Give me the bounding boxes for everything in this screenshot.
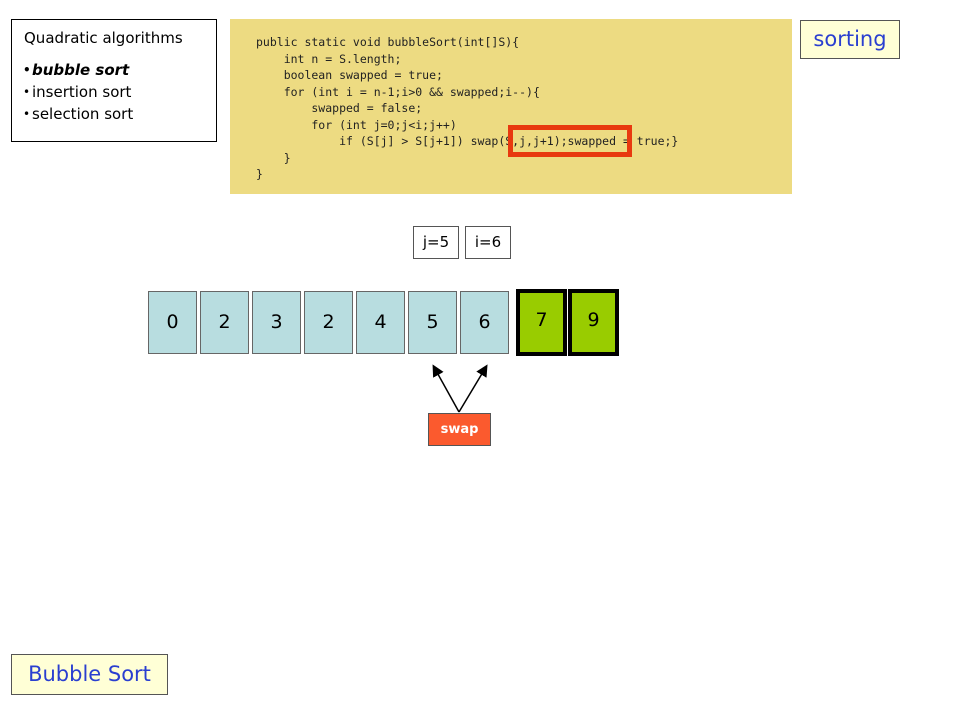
code-line: if (S[j] > S[j+1]) swap(S,j,j+1);swapped…: [256, 134, 679, 148]
code-panel: public static void bubbleSort(int[]S){ i…: [230, 19, 792, 194]
algorithm-item-insertion-sort[interactable]: insertion sort: [23, 81, 216, 103]
algorithms-title: Quadratic algorithms: [24, 29, 183, 47]
algorithm-item-selection-sort[interactable]: selection sort: [23, 103, 216, 125]
array-cell: 2: [304, 291, 353, 354]
page-title: Bubble Sort: [11, 654, 168, 695]
j-counter: j=5: [413, 226, 459, 259]
code-line: swapped = false;: [256, 101, 423, 115]
code-line: public static void bubbleSort(int[]S){: [256, 35, 520, 49]
i-counter: i=6: [465, 226, 511, 259]
array-cell-sorted: 9: [568, 289, 619, 356]
code-line: for (int i = n-1;i>0 && swapped;i--){: [256, 85, 540, 99]
array-cell-sorted: 7: [516, 289, 567, 356]
array-cell: 5: [408, 291, 457, 354]
arrow-left: [432, 364, 460, 413]
code-line: }: [256, 151, 291, 165]
algorithm-item-bubble-sort[interactable]: bubble sort: [23, 59, 216, 81]
algorithms-list: bubble sort insertion sort selection sor…: [23, 59, 216, 125]
array-cell: 0: [148, 291, 197, 354]
algorithms-panel: Quadratic algorithms bubble sort inserti…: [11, 19, 217, 142]
arrow-right: [458, 364, 488, 413]
swap-call-highlight: [508, 125, 632, 157]
array-cell: 3: [252, 291, 301, 354]
swap-button[interactable]: swap: [428, 413, 491, 446]
topic-label: sorting: [800, 20, 900, 59]
array-cell: 6: [460, 291, 509, 354]
code-line: for (int j=0;j<i;j++): [256, 118, 457, 132]
swap-arrows: [432, 364, 488, 413]
array-cell: 4: [356, 291, 405, 354]
code-line: int n = S.length;: [256, 52, 402, 66]
code-line: }: [256, 167, 263, 181]
code-line: boolean swapped = true;: [256, 68, 443, 82]
array-cell: 2: [200, 291, 249, 354]
